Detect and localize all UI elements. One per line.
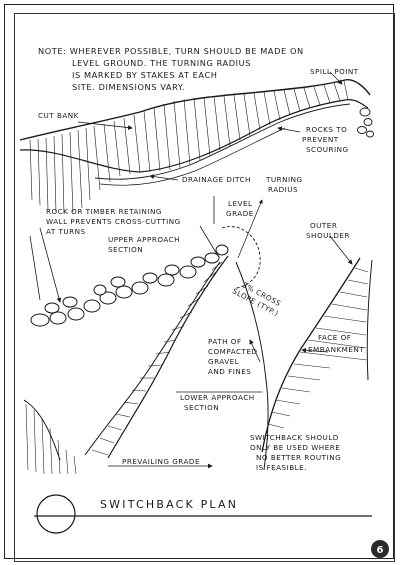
label-lower-approach: LOWER APPROACH SECTION: [180, 393, 255, 412]
svg-text:ROCK OR TIMBER RETAINING: ROCK OR TIMBER RETAINING: [46, 207, 162, 216]
title-block: SWITCHBACK PLAN: [34, 494, 372, 534]
label-drainage-ditch: DRAINAGE DITCH: [182, 175, 251, 184]
note-line-4: SITE. DIMENSIONS VARY.: [72, 82, 185, 92]
svg-text:COMPACTED: COMPACTED: [208, 347, 258, 356]
leader-lines: [29, 71, 353, 469]
note-line-1: NOTE: WHEREVER POSSIBLE, TURN SHOULD BE …: [38, 46, 304, 56]
svg-text:AND FINES: AND FINES: [208, 367, 251, 376]
svg-text:OUTER: OUTER: [310, 221, 337, 230]
svg-text:RADIUS: RADIUS: [268, 185, 298, 194]
svg-text:IS FEASIBLE.: IS FEASIBLE.: [256, 463, 307, 472]
svg-text:EMBANKMENT: EMBANKMENT: [308, 345, 364, 354]
page-inner-frame: [14, 13, 395, 562]
label-retaining-wall: ROCK OR TIMBER RETAINING WALL PREVENTS C…: [46, 207, 181, 236]
title-circle: [36, 494, 76, 534]
svg-text:SECTION: SECTION: [184, 403, 219, 412]
svg-text:TURNING: TURNING: [265, 175, 303, 184]
label-rocks: ROCKS TO PREVENT SCOURING: [302, 125, 349, 154]
svg-text:PREVENT: PREVENT: [302, 135, 339, 144]
label-face-of-embankment: FACE OF EMBANKMENT: [308, 333, 364, 354]
label-level-grade: LEVEL GRADE: [226, 199, 254, 218]
svg-text:SWITCHBACK SHOULD: SWITCHBACK SHOULD: [250, 433, 339, 442]
label-path: PATH OF COMPACTED GRAVEL AND FINES: [208, 337, 258, 376]
svg-text:GRADE: GRADE: [226, 209, 254, 218]
diagram-title: SWITCHBACK PLAN: [100, 498, 238, 511]
note-line-3: IS MARKED BY STAKES AT EACH: [72, 70, 218, 80]
svg-text:PATH OF: PATH OF: [208, 337, 242, 346]
page-frame: [4, 4, 395, 562]
note-line-2: LEVEL GROUND. THE TURNING RADIUS: [72, 58, 251, 68]
page-number: 6: [377, 545, 384, 556]
svg-text:SCOURING: SCOURING: [306, 145, 349, 154]
label-outer-shoulder: OUTER SHOULDER: [306, 221, 350, 240]
svg-text:ROCKS TO: ROCKS TO: [306, 125, 347, 134]
note-block: NOTE: WHEREVER POSSIBLE, TURN SHOULD BE …: [38, 46, 304, 92]
svg-text:NO BETTER ROUTING: NO BETTER ROUTING: [256, 453, 341, 462]
label-prevailing-grade: PREVAILING GRADE: [122, 457, 200, 466]
svg-text:GRAVEL: GRAVEL: [208, 357, 239, 366]
lower-road: [23, 255, 373, 475]
svg-text:SECTION: SECTION: [108, 245, 143, 254]
label-spill-point: SPILL POINT: [310, 67, 359, 76]
svg-text:LEVEL: LEVEL: [228, 199, 253, 208]
svg-text:WALL PREVENTS CROSS-CUTTING: WALL PREVENTS CROSS-CUTTING: [46, 217, 181, 226]
page-number-badge: 6: [371, 540, 389, 558]
page-badge-circle: [371, 540, 389, 558]
retaining-wall-rocks: [30, 244, 229, 327]
label-turning-radius: TURNING RADIUS: [265, 175, 303, 194]
svg-text:AT TURNS: AT TURNS: [46, 227, 86, 236]
turning-radius-arc: [221, 199, 263, 289]
svg-text:SHOULDER: SHOULDER: [306, 231, 350, 240]
label-upper-approach: UPPER APPROACH SECTION: [108, 235, 180, 254]
label-cut-bank: CUT BANK: [38, 111, 79, 120]
svg-text:ONLY BE USED WHERE: ONLY BE USED WHERE: [250, 443, 340, 452]
svg-text:LOWER APPROACH: LOWER APPROACH: [180, 393, 255, 402]
label-switchback-note: SWITCHBACK SHOULD ONLY BE USED WHERE NO …: [250, 433, 341, 472]
svg-text:FACE OF: FACE OF: [318, 333, 351, 342]
svg-text:UPPER APPROACH: UPPER APPROACH: [108, 235, 180, 244]
label-cross-slope: 3% CROSS SLOPE (TYP.): [231, 280, 283, 318]
upper-cut-bank: [19, 79, 374, 215]
